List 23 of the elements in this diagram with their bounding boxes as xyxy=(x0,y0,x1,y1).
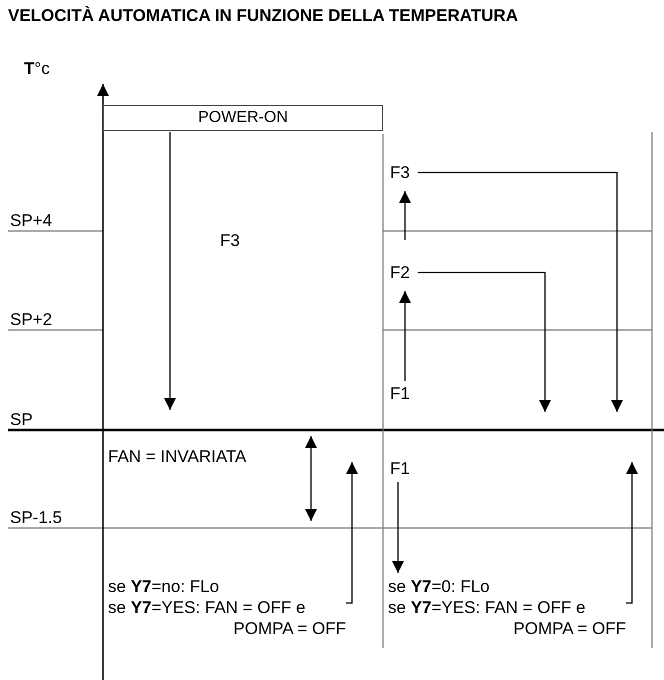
level-label: SP+2 xyxy=(10,309,52,330)
speed-label: F3 xyxy=(220,230,240,251)
condition-text: se Y7=0: FLo se Y7=YES: FAN = OFF e POMPA = OFF xyxy=(388,576,626,639)
arrow xyxy=(418,272,551,412)
arrow xyxy=(392,482,404,573)
speed-label: F2 xyxy=(390,262,410,283)
condition-text: se Y7=no: FLo se Y7=YES: FAN = OFF e POMPA = OFF xyxy=(108,576,346,639)
arrow xyxy=(626,462,638,604)
speed-label: F3 xyxy=(390,162,410,183)
speed-label: F1 xyxy=(390,458,410,479)
arrow xyxy=(399,191,411,240)
level-label: SP xyxy=(10,409,33,430)
level-label: SP+4 xyxy=(10,210,52,231)
level-label: SP-1.5 xyxy=(10,507,62,528)
arrow xyxy=(164,132,176,410)
power-on-bar: POWER-ON xyxy=(103,105,383,131)
arrow xyxy=(418,172,623,412)
speed-label: F1 xyxy=(390,383,410,404)
status-text: FAN = INVARIATA xyxy=(108,446,246,467)
title: VELOCITÀ AUTOMATICA IN FUNZIONE DELLA TEMPERATURA xyxy=(8,6,518,26)
arrow xyxy=(399,291,411,381)
axis-label: T°c xyxy=(24,58,50,79)
arrow xyxy=(346,462,358,604)
